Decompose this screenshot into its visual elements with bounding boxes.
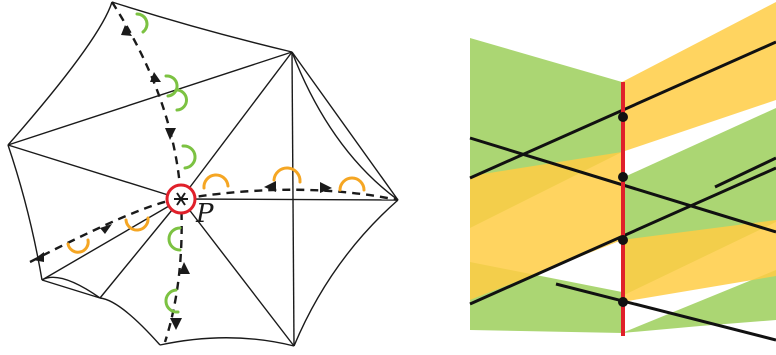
sheet-yellow-bottom [622,220,776,302]
angle-arc [66,238,90,254]
arrow-icon [121,25,132,36]
arrow-icon [150,72,161,82]
fan-edges [7,51,399,347]
angle-arc [174,88,188,112]
angle-arc [272,166,302,184]
arrow-icon [320,182,332,193]
angle-arc [124,216,150,232]
arrow-icon [100,224,112,234]
angle-arc [181,144,197,170]
intersection-point [618,235,628,245]
arrow-icon [179,262,190,274]
asterisk-icon [174,192,188,206]
dashed-paths [29,1,399,343]
arrow-icon [165,128,176,140]
angle-arc [135,12,149,34]
angle-arc [338,176,366,192]
angle-arc [164,288,180,314]
outer-boundary [7,1,399,347]
point-p: P [165,183,214,229]
intersection-point [618,297,628,307]
curved-triangulation-diagram: P [7,1,399,347]
angle-arc [167,226,182,252]
arrowheads [33,25,332,330]
intersection-point [618,112,628,122]
arrow-icon [170,318,182,330]
arrow-icon [33,252,44,262]
intersection-point [618,172,628,182]
sheet-green-lower-right [622,270,776,333]
intersecting-sheets-diagram [469,2,776,342]
angle-arc [202,173,230,190]
green-angle-arcs [135,12,197,314]
intersection-points [618,112,628,307]
arrow-icon [264,181,276,192]
orange-angle-arcs [66,166,366,254]
sheet-yellow-middle [470,152,622,300]
dashed-path-horizontal [29,188,399,264]
point-label: P [195,199,214,229]
angle-arc [164,74,179,98]
